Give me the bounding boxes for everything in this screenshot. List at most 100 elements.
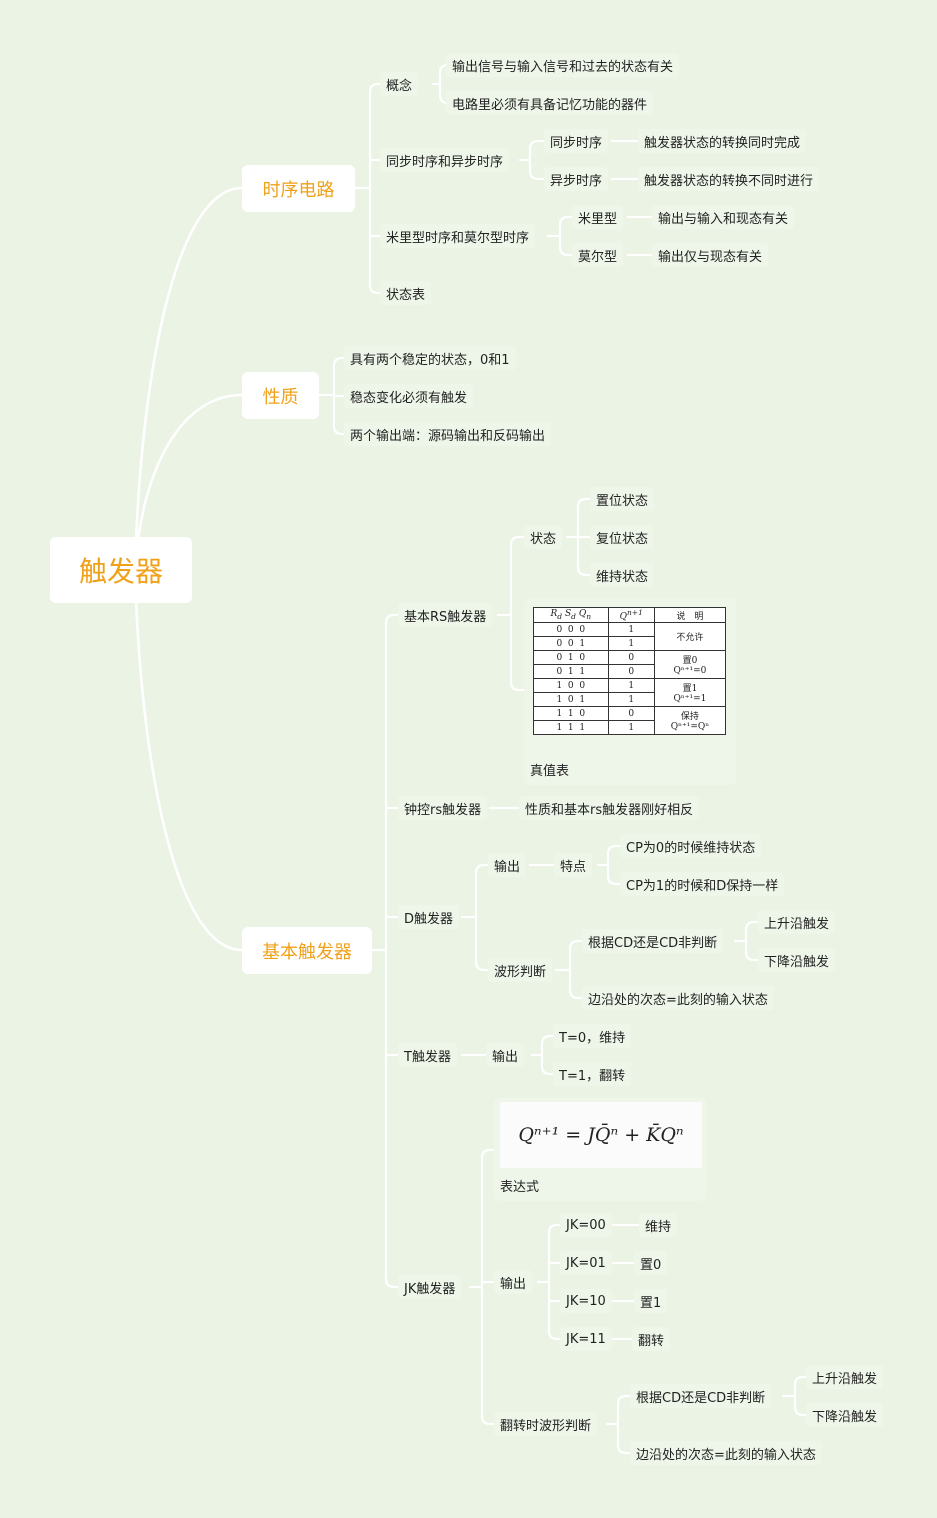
- node-t-flipflop[interactable]: T触发器: [398, 1043, 457, 1067]
- node-jk-wave-by[interactable]: 根据CD还是CD非判断: [630, 1384, 772, 1408]
- node-t-item[interactable]: T=0，维持: [553, 1024, 632, 1048]
- connector-line: [606, 874, 622, 886]
- node-clocked-rs[interactable]: 钟控rs触发器: [398, 796, 488, 820]
- node-clocked-rs-desc[interactable]: 性质和基本rs触发器刚好相反: [519, 796, 700, 820]
- node-sync-async[interactable]: 同步时序和异步时序: [380, 148, 510, 172]
- connector-line: [568, 939, 584, 951]
- connector-line: [793, 1375, 808, 1387]
- node-jk-case-result[interactable]: 置1: [634, 1289, 668, 1313]
- connector-line: [480, 1148, 496, 1160]
- node-rs-state[interactable]: 状态: [524, 525, 563, 549]
- node-jk-edge-fall[interactable]: 下降沿触发: [806, 1403, 884, 1427]
- connector-line: [558, 215, 574, 227]
- node-mealy-moore[interactable]: 米里型时序和莫尔型时序: [380, 224, 536, 248]
- node-rs-flipflop[interactable]: 基本RS触发器: [398, 603, 493, 627]
- node-t-item[interactable]: T=1，翻转: [553, 1062, 632, 1086]
- connector-line: [576, 565, 592, 577]
- connector-line: [606, 844, 622, 856]
- node-concept[interactable]: 概念: [380, 72, 419, 96]
- node-prop-item[interactable]: 具有两个稳定的状态，0和1: [344, 346, 516, 370]
- node-moore[interactable]: 莫尔型: [572, 243, 624, 267]
- connector-line: [509, 535, 526, 547]
- node-d-feature-item[interactable]: CP为1的时候和D保持一样: [620, 872, 785, 896]
- connector-line: [558, 245, 574, 257]
- topic-properties[interactable]: 性质: [242, 372, 319, 419]
- connector-line: [133, 568, 244, 952]
- node-rs-state-item[interactable]: 维持状态: [590, 563, 655, 587]
- node-d-feature[interactable]: 特点: [554, 853, 593, 877]
- node-prop-item[interactable]: 两个输出端：源码输出和反码输出: [344, 422, 552, 446]
- node-jk-case[interactable]: JK=10: [560, 1289, 612, 1313]
- node-jk-case-result[interactable]: 置0: [634, 1251, 668, 1275]
- node-concept-item[interactable]: 输出信号与输入信号和过去的状态有关: [446, 53, 680, 77]
- connector-line: [528, 169, 546, 181]
- connector-line: [509, 680, 526, 692]
- node-mealy[interactable]: 米里型: [572, 205, 624, 229]
- node-d-edge-state[interactable]: 边沿处的次态=此刻的输入状态: [582, 986, 774, 1010]
- connector-line: [547, 1329, 562, 1341]
- node-jk-case[interactable]: JK=11: [560, 1327, 612, 1351]
- truth-table-caption: 真值表: [530, 764, 570, 779]
- node-sync-desc[interactable]: 触发器状态的转换同时完成: [638, 129, 807, 153]
- node-rs-state-item[interactable]: 复位状态: [590, 525, 655, 549]
- connector-line: [576, 497, 592, 509]
- node-jk-case[interactable]: JK=01: [560, 1251, 612, 1275]
- connector-line: [474, 863, 490, 875]
- connector-line: [744, 950, 760, 962]
- topic-label: 时序电路: [262, 179, 335, 201]
- connector-line: [332, 424, 346, 436]
- node-async-desc[interactable]: 触发器状态的转换不同时进行: [638, 167, 820, 191]
- connector-line: [793, 1405, 808, 1417]
- node-d-edge-fall[interactable]: 下降沿触发: [758, 948, 836, 972]
- node-jk-case[interactable]: JK=00: [560, 1213, 612, 1237]
- node-jk-output[interactable]: 输出: [494, 1270, 533, 1294]
- connector-line: [528, 139, 546, 151]
- node-d-output[interactable]: 输出: [488, 853, 527, 877]
- connector-line: [547, 1223, 562, 1235]
- node-jk-edge-state[interactable]: 边沿处的次态=此刻的输入状态: [630, 1441, 822, 1465]
- node-async[interactable]: 异步时序: [544, 167, 609, 191]
- node-state-table[interactable]: 状态表: [380, 281, 432, 305]
- node-d-wave[interactable]: 波形判断: [488, 958, 553, 982]
- node-sync[interactable]: 同步时序: [544, 129, 609, 153]
- node-d-wave-by[interactable]: 根据CD还是CD非判断: [582, 929, 724, 953]
- node-jk-case-result[interactable]: 翻转: [632, 1327, 671, 1351]
- node-d-feature-item[interactable]: CP为0的时候维持状态: [620, 834, 762, 858]
- jk-expression-caption: 表达式: [500, 1180, 540, 1195]
- node-t-output[interactable]: 输出: [486, 1043, 525, 1067]
- node-prop-item[interactable]: 稳态变化必须有触发: [344, 384, 474, 408]
- node-d-edge-rise[interactable]: 上升沿触发: [758, 910, 836, 934]
- connector-line: [332, 356, 346, 368]
- node-jk-edge-rise[interactable]: 上升沿触发: [806, 1365, 884, 1389]
- connector-line: [368, 82, 382, 94]
- connector-line: [540, 1034, 555, 1046]
- connector-line: [368, 283, 382, 295]
- node-jk-wave[interactable]: 翻转时波形判断: [494, 1412, 598, 1436]
- connector-line: [616, 1443, 632, 1455]
- node-rs-state-item[interactable]: 置位状态: [590, 487, 655, 511]
- connector-line: [744, 920, 760, 932]
- node-moore-desc[interactable]: 输出仅与现态有关: [652, 243, 769, 267]
- root-node[interactable]: 触发器: [50, 537, 192, 603]
- topic-basic-flipflop[interactable]: 基本触发器: [242, 927, 372, 974]
- root-label: 触发器: [78, 555, 163, 588]
- node-mealy-desc[interactable]: 输出与输入和现态有关: [652, 205, 795, 229]
- node-jk-flipflop[interactable]: JK触发器: [398, 1275, 462, 1299]
- topic-seq-circuit[interactable]: 时序电路: [242, 165, 355, 212]
- connector-line: [540, 1064, 555, 1076]
- node-concept-item[interactable]: 电路里必须有具备记忆功能的器件: [446, 91, 654, 115]
- jk-expression-card[interactable]: Qⁿ⁺¹ = JQ̄ⁿ + K̄Qⁿ 表达式: [494, 1098, 706, 1201]
- connector-line: [480, 1414, 496, 1426]
- node-jk-case-result[interactable]: 维持: [639, 1213, 678, 1237]
- jk-formula: Qⁿ⁺¹ = JQ̄ⁿ + K̄Qⁿ: [500, 1102, 702, 1168]
- node-d-flipflop[interactable]: D触发器: [398, 905, 460, 929]
